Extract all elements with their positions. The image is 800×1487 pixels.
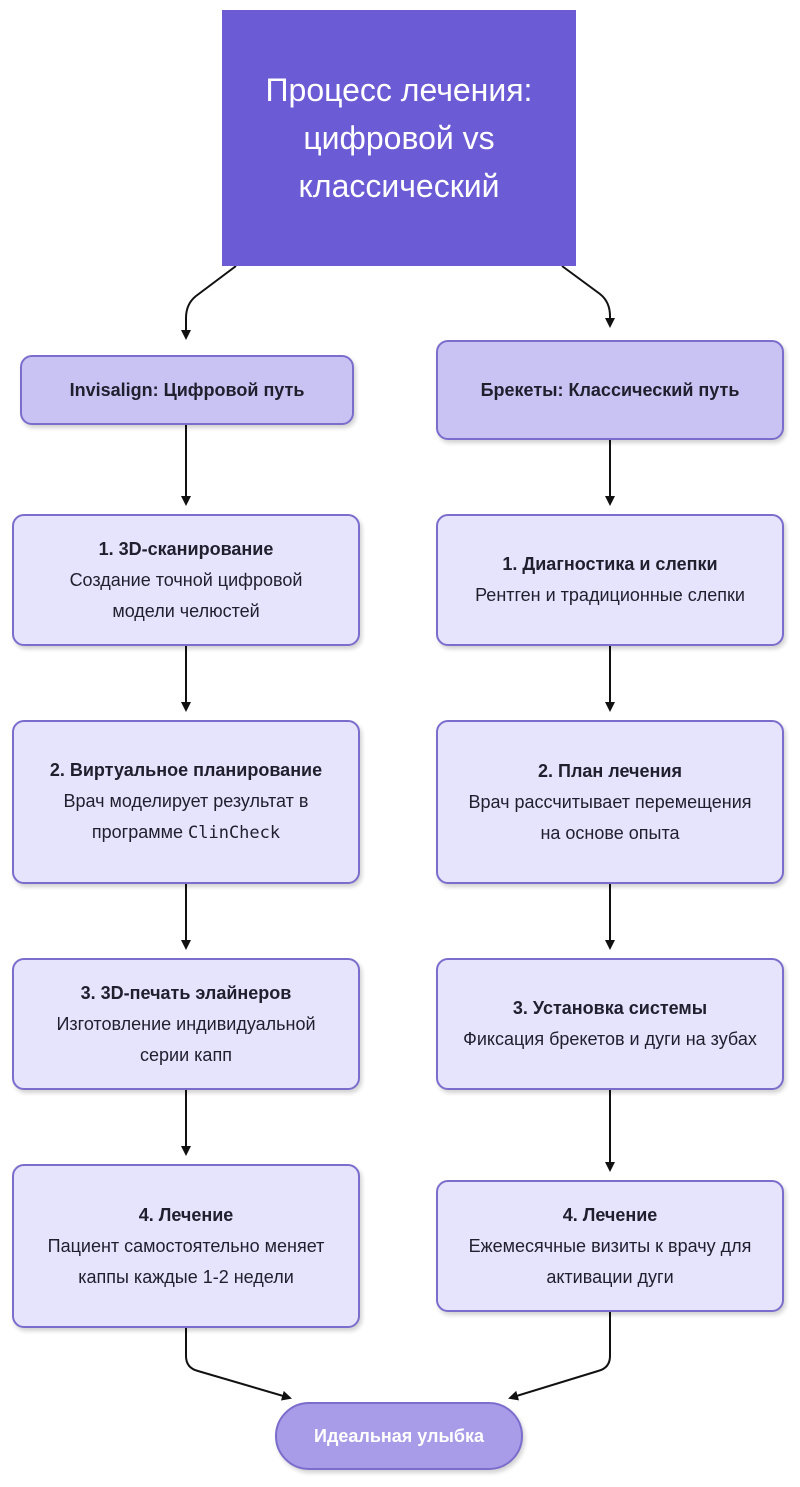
right-step-1-title: 1. Диагностика и слепки: [502, 554, 718, 574]
left-step-1: 1. 3D-сканирование Создание точной цифро…: [12, 514, 360, 646]
left-step-2-desc-code: ClinCheck: [188, 823, 281, 843]
right-step-1: 1. Диагностика и слепки Рентген и традиц…: [436, 514, 784, 646]
right-branch-header-text: Брекеты: Классический путь: [480, 380, 740, 400]
right-step-2-desc: Врач рассчитывает перемещения на основе …: [468, 791, 752, 843]
right-step-2-title: 2. План лечения: [538, 760, 682, 781]
right-branch-header: Брекеты: Классический путь: [436, 340, 784, 440]
edge-right-to-result: [508, 1312, 611, 1401]
right-step-2: 2. План лечения Врач рассчитывает переме…: [436, 720, 784, 884]
right-step-3-desc: Фиксация брекетов и дуги на зубах: [463, 1029, 757, 1049]
right-step-1-desc: Рентген и традиционные слепки: [475, 585, 745, 605]
left-step-3-desc: Изготовление индивидуальной серии капп: [56, 1013, 316, 1065]
left-step-1-desc: Создание точной цифровой модели челюстей: [69, 569, 303, 621]
left-step-4-title: 4. Лечение: [138, 1204, 234, 1225]
right-step-4-desc: Ежемесячные визиты к врачу для активации…: [468, 1235, 752, 1287]
right-step-4-title: 4. Лечение: [562, 1204, 658, 1225]
left-step-4-desc: Пациент самостоятельно меняет каппы кажд…: [47, 1235, 325, 1287]
left-step-2: 2. Виртуальное планирование Врач моделир…: [12, 720, 360, 884]
right-step-4: 4. Лечение Ежемесячные визиты к врачу дл…: [436, 1180, 784, 1312]
edge-title-to-right: [561, 265, 615, 328]
left-step-2-desc-wrap: Врач моделирует результат в программе Cl…: [38, 786, 334, 849]
left-branch-header-text: Invisalign: Цифровой путь: [69, 380, 305, 400]
left-step-1-title: 1. 3D-сканирование: [98, 538, 274, 559]
diagram-title-text: Процесс лечения: цифровой vs классически…: [265, 72, 533, 204]
left-step-2-desc: Врач моделирует результат в программе: [63, 791, 309, 842]
left-step-3-title: 3. 3D-печать элайнеров: [80, 982, 292, 1003]
left-branch-header: Invisalign: Цифровой путь: [20, 355, 354, 425]
right-step-3: 3. Установка системы Фиксация брекетов и…: [436, 958, 784, 1090]
result-node-text: Идеальная улыбка: [314, 1425, 484, 1446]
right-step-3-title: 3. Установка системы: [512, 998, 708, 1018]
left-step-3: 3. 3D-печать элайнеров Изготовление инди…: [12, 958, 360, 1090]
edge-left-to-result: [185, 1328, 292, 1401]
left-step-2-title: 2. Виртуальное планирование: [49, 760, 323, 780]
result-node: Идеальная улыбка: [275, 1402, 523, 1470]
edge-title-to-left: [181, 265, 237, 340]
left-step-4: 4. Лечение Пациент самостоятельно меняет…: [12, 1164, 360, 1328]
diagram-title: Процесс лечения: цифровой vs классически…: [222, 10, 576, 266]
